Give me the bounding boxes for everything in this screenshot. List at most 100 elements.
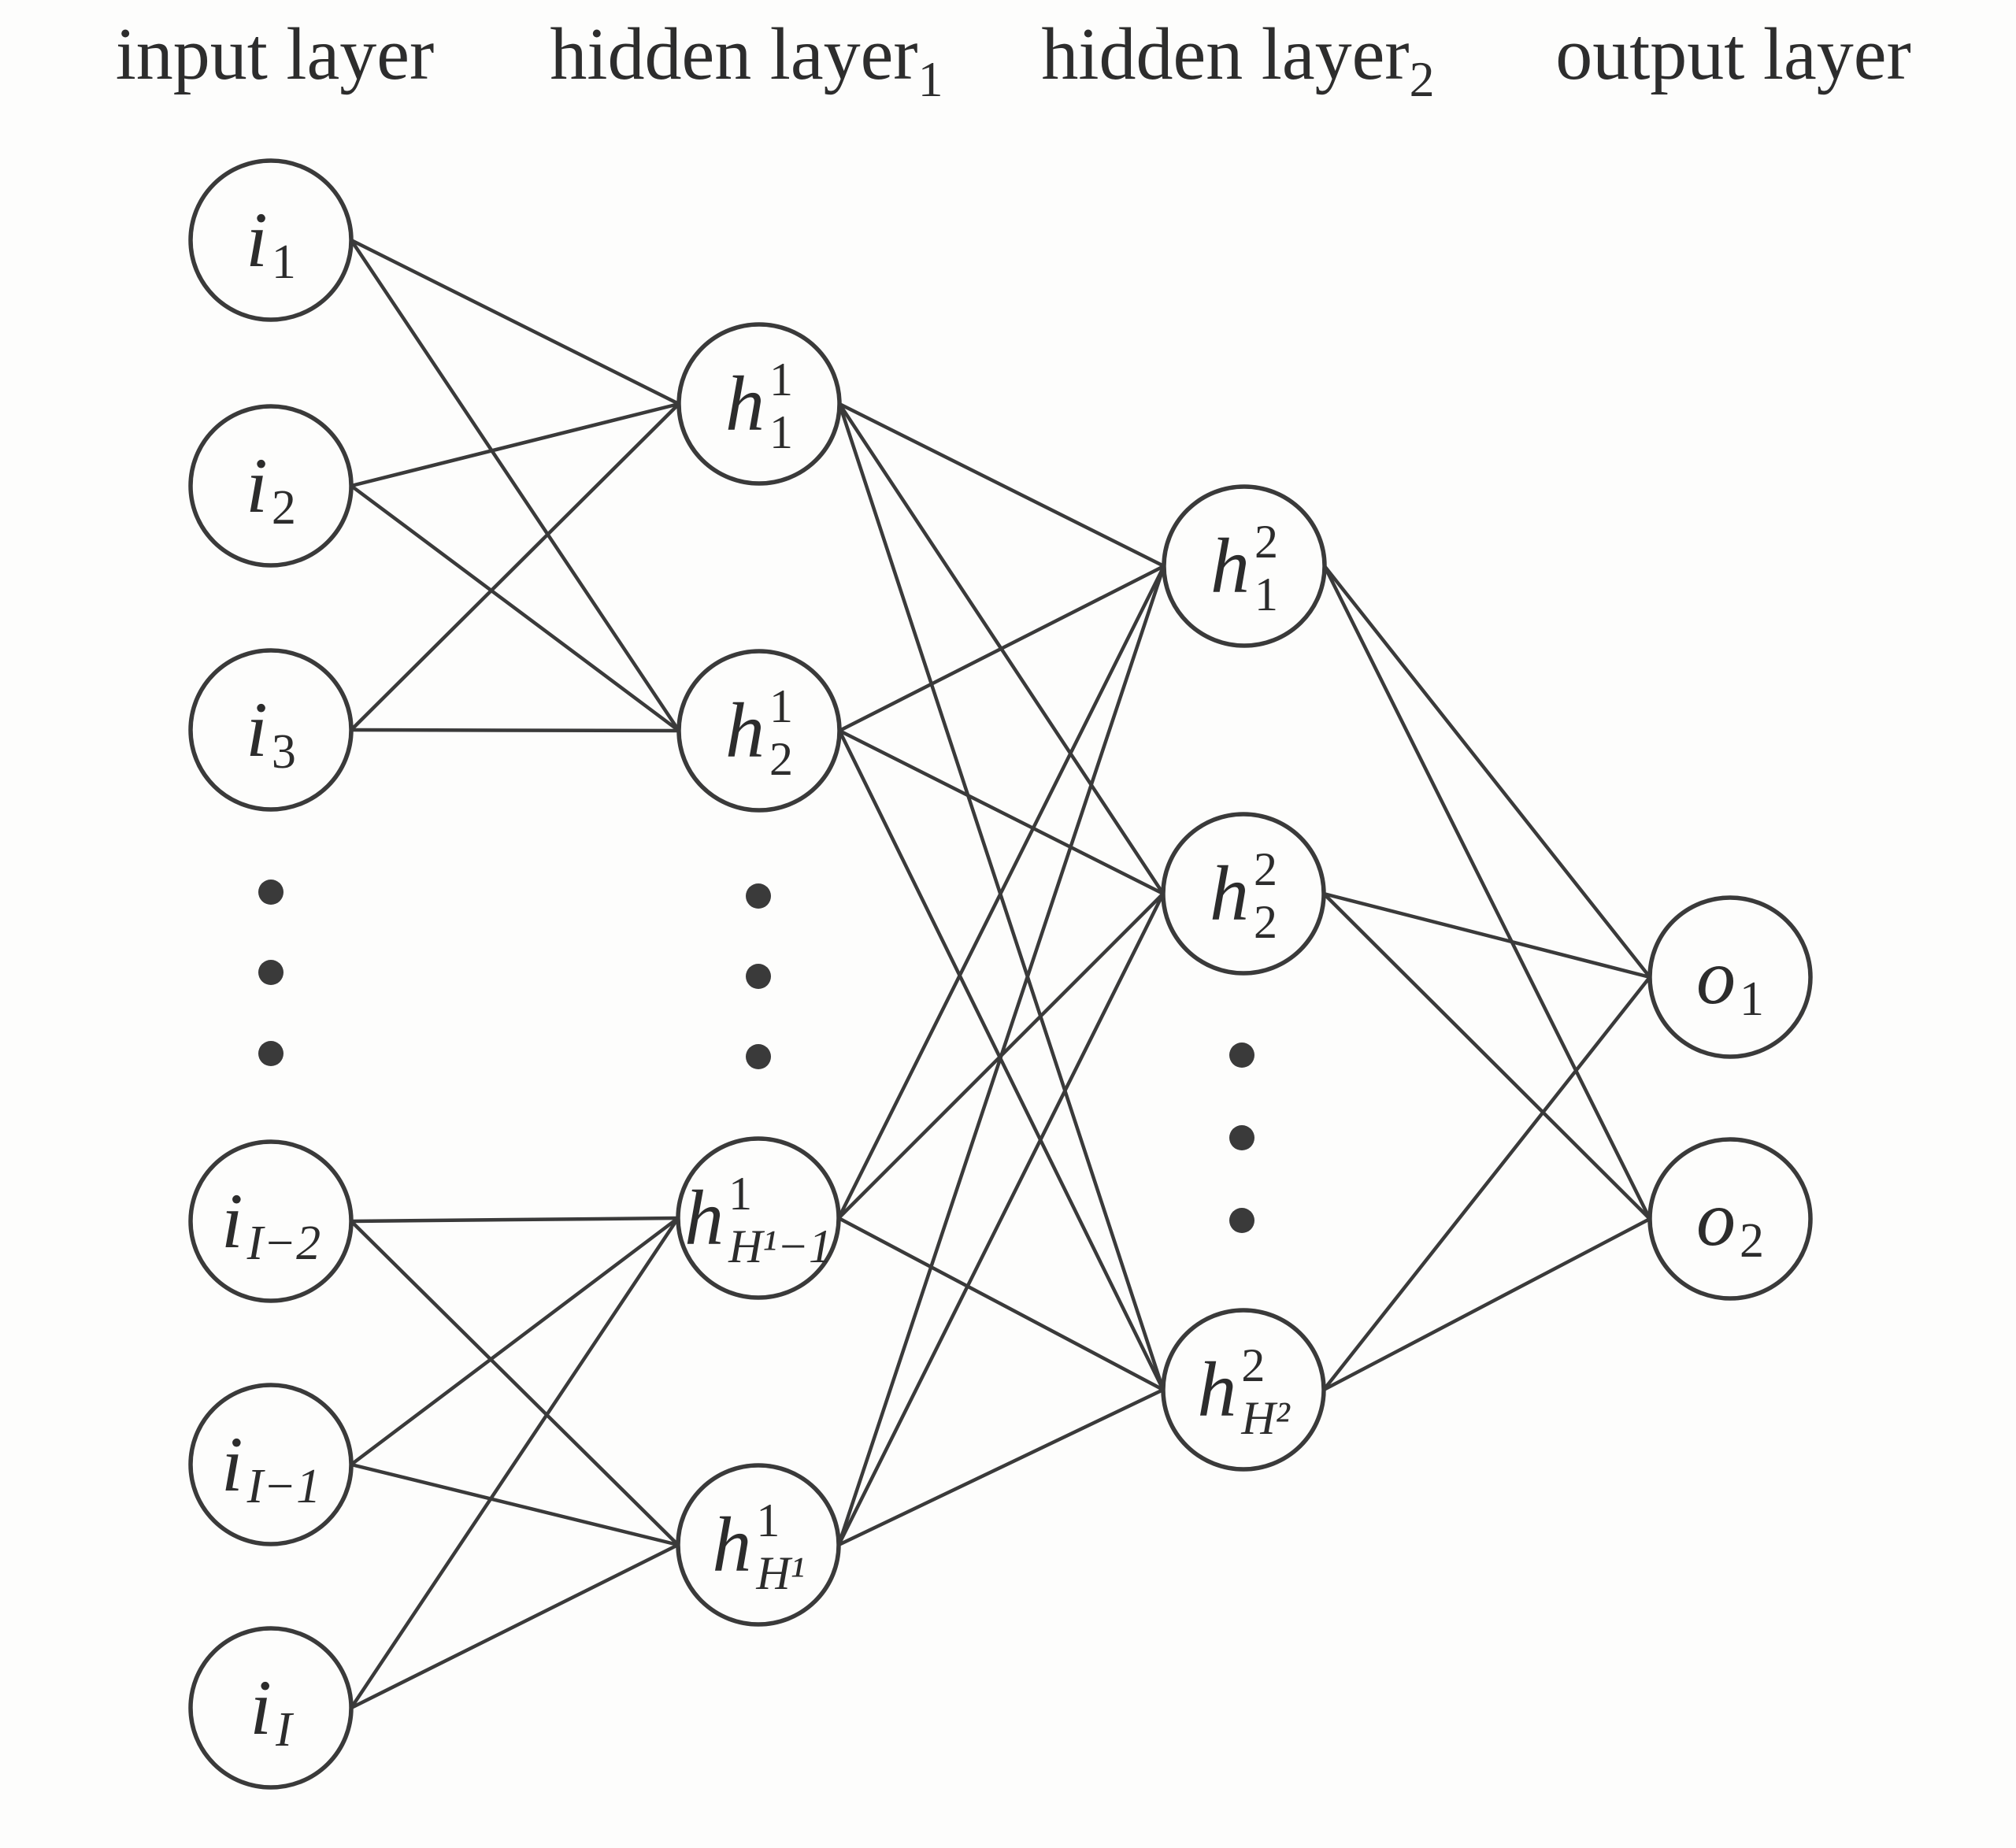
node-label-subscript: I [276, 1703, 292, 1757]
edge-h2-1-o1 [1322, 564, 1652, 980]
node-i1 [188, 158, 354, 322]
edge-i2-h1-1 [349, 402, 681, 488]
edge-h1-H1-1-h2-H2 [836, 1216, 1166, 1392]
node-h1-2 [676, 649, 842, 813]
node-label-base: i [246, 196, 268, 283]
node-o2 [1647, 1137, 1813, 1301]
edge-i3-h1-2 [349, 728, 681, 733]
node-label-base: i [246, 442, 268, 529]
ellipsis-dots-input-3 [258, 1041, 284, 1066]
header-hidden-layer-2-text: hidden layer [1041, 13, 1410, 95]
node-label-superscript: 1 [769, 680, 793, 732]
ellipsis-dots-hidden1-2 [746, 964, 771, 989]
edge-h2-2-o2 [1321, 891, 1652, 1221]
node-label-subscript: H² [1241, 1392, 1290, 1444]
node-label-superscript: 2 [1254, 843, 1277, 895]
edge-h1-2-h2-2 [837, 728, 1166, 896]
ellipsis-dots-input-1 [258, 880, 284, 905]
node-label-base: i [250, 1664, 272, 1751]
header-output-layer: output layer [1555, 17, 1911, 105]
node-label-subscript: I−1 [246, 1460, 321, 1513]
node-label-subscript: I−2 [246, 1217, 321, 1270]
node-label-base: i [246, 686, 268, 773]
node-label-base: h [684, 1174, 724, 1261]
node-label-base: h [712, 1501, 752, 1588]
header-hidden-layer-1-subscript: 1 [917, 51, 943, 107]
node-h2-2 [1161, 812, 1326, 976]
edge-i1-h1-1 [349, 238, 681, 406]
node-h1-H1 [676, 1463, 841, 1627]
edge-i-I-1-h1-H1 [349, 1462, 680, 1547]
node-o1 [1647, 895, 1813, 1059]
node-label-subscript: H¹ [756, 1547, 805, 1599]
edge-h2-2-o1 [1321, 891, 1652, 980]
edge-h1-1-h2-1 [837, 402, 1166, 568]
edge-h1-H1-h2-H2 [836, 1387, 1166, 1547]
edge-i-I-2-h1-H1 [349, 1219, 680, 1547]
header-hidden-layer-1-text: hidden layer [550, 13, 918, 95]
edge-h1-H1-h2-2 [836, 891, 1166, 1547]
edge-h2-H2-o1 [1321, 975, 1652, 1392]
header-hidden-layer-1: hidden layer1 [550, 17, 943, 105]
node-label-superscript: 2 [1254, 515, 1278, 568]
header-input-layer-text: input layer [115, 13, 435, 95]
edge-h1-1-h2-H2 [837, 402, 1166, 1392]
node-h1-1 [676, 322, 842, 486]
node-label-subscript: 2 [271, 481, 296, 535]
ellipsis-dots-hidden2-2 [1229, 1125, 1254, 1150]
node-label-base: h [725, 360, 765, 447]
node-label-subscript: 2 [769, 733, 793, 785]
ellipsis-dots-hidden2-1 [1229, 1043, 1254, 1068]
node-label-base: h [1197, 1346, 1237, 1433]
ellipsis-dots-hidden1-3 [746, 1044, 771, 1069]
ellipsis-dots-hidden1-1 [746, 883, 771, 909]
ellipsis-dots-hidden2-3 [1229, 1208, 1254, 1233]
edge-i1-h1-2 [349, 238, 681, 733]
node-label-base: o [1696, 933, 1736, 1020]
node-label-base: h [725, 687, 765, 774]
edge-i-I-h1-H1 [349, 1542, 680, 1710]
edge-i3-h1-1 [349, 402, 681, 732]
node-i-I-2 [188, 1139, 354, 1303]
header-hidden-layer-2-subscript: 2 [1409, 51, 1435, 107]
node-label-subscript: 1 [1740, 972, 1764, 1026]
node-i2 [188, 404, 354, 568]
edge-h1-H1-h2-1 [836, 564, 1166, 1547]
node-h2-1 [1162, 484, 1327, 648]
header-output-layer-text: output layer [1555, 13, 1911, 95]
edge-i-I-1-h1-H1-1 [349, 1216, 680, 1467]
node-label-base: h [1210, 522, 1250, 609]
node-label-superscript: 1 [756, 1494, 780, 1546]
edge-h1-H1-1-h2-1 [836, 564, 1166, 1220]
node-label-subscript: 2 [1254, 896, 1277, 948]
node-label-superscript: 2 [1241, 1339, 1266, 1391]
node-label-subscript: 1 [769, 406, 793, 458]
edge-h2-1-o2 [1322, 564, 1652, 1221]
edge-h2-H2-o2 [1321, 1217, 1652, 1392]
edge-i-I-2-h1-H1-1 [349, 1216, 680, 1224]
